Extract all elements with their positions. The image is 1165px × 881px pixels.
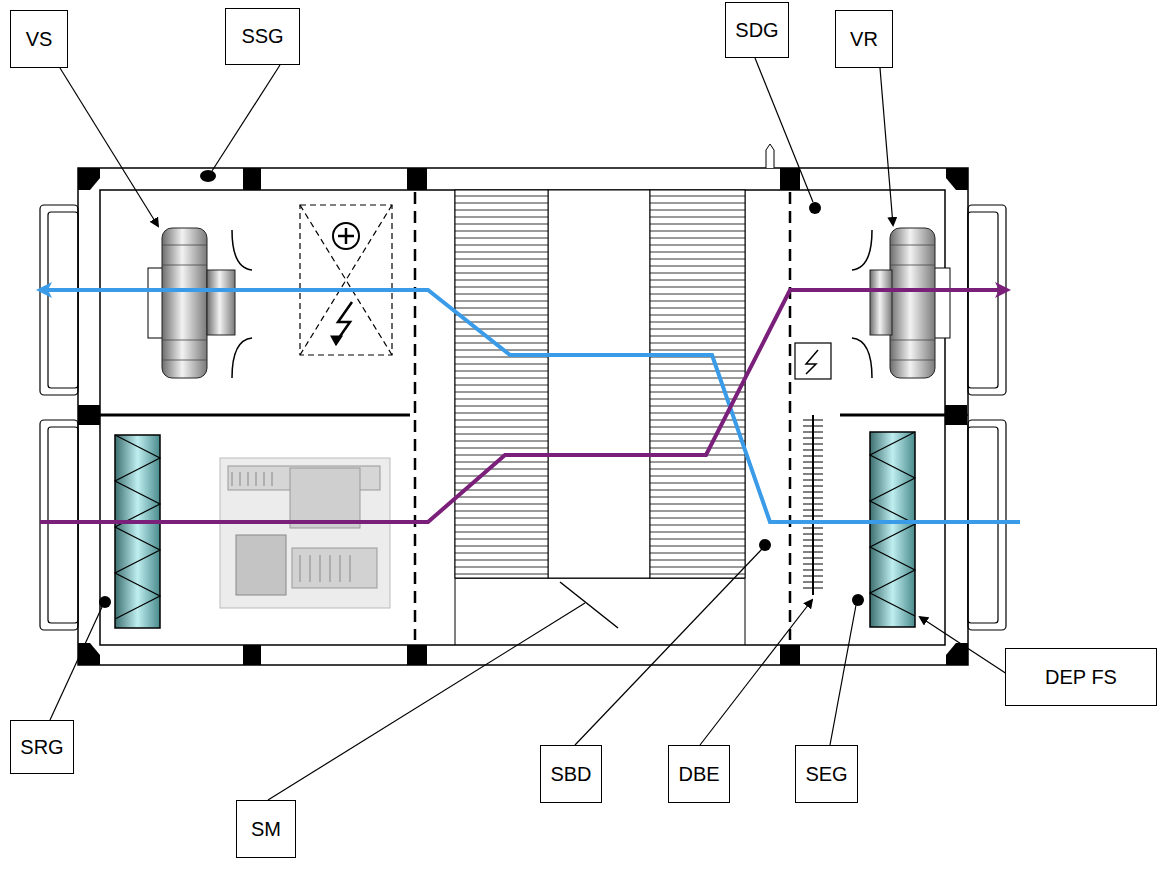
extract-fan [852,228,950,378]
bypass-damper [560,582,618,628]
fitting [766,144,774,168]
frame-corner [78,168,968,665]
callout-box: SDG [725,2,789,58]
callout-label: SSG [235,25,289,48]
coil-block [300,205,392,355]
electric-heater [795,343,831,595]
control-board [220,458,390,608]
callout-box: VR [835,10,893,68]
callout-label: SM [245,818,287,841]
callout-label: SDG [729,19,784,42]
callout-label: SEG [799,763,853,786]
housing [78,168,968,665]
leader-line [50,58,1010,800]
callout-label: DBE [672,763,725,786]
callout-box: SBD [540,745,602,803]
callout-box: SSG [225,8,300,65]
extract-air-stream [40,290,1005,522]
callout-box: DBE [668,745,730,803]
callout-label: VR [844,28,884,51]
partition [100,190,945,645]
callout-box: VS [10,10,68,68]
callout-label: SRG [14,736,69,759]
callout-box: DEP FS [1005,648,1157,706]
heat-exchanger [455,190,745,578]
filter [115,432,915,628]
callout-box: SM [236,800,296,858]
callout-box: SEG [795,745,858,803]
callout-label: DEP FS [1039,666,1123,689]
callout-label: VS [20,28,59,51]
supply-fan [148,228,252,378]
supply-air-stream [42,290,1020,522]
callout-box: SRG [10,720,74,774]
sensor-dot [99,170,864,608]
callout-label: SBD [544,763,597,786]
